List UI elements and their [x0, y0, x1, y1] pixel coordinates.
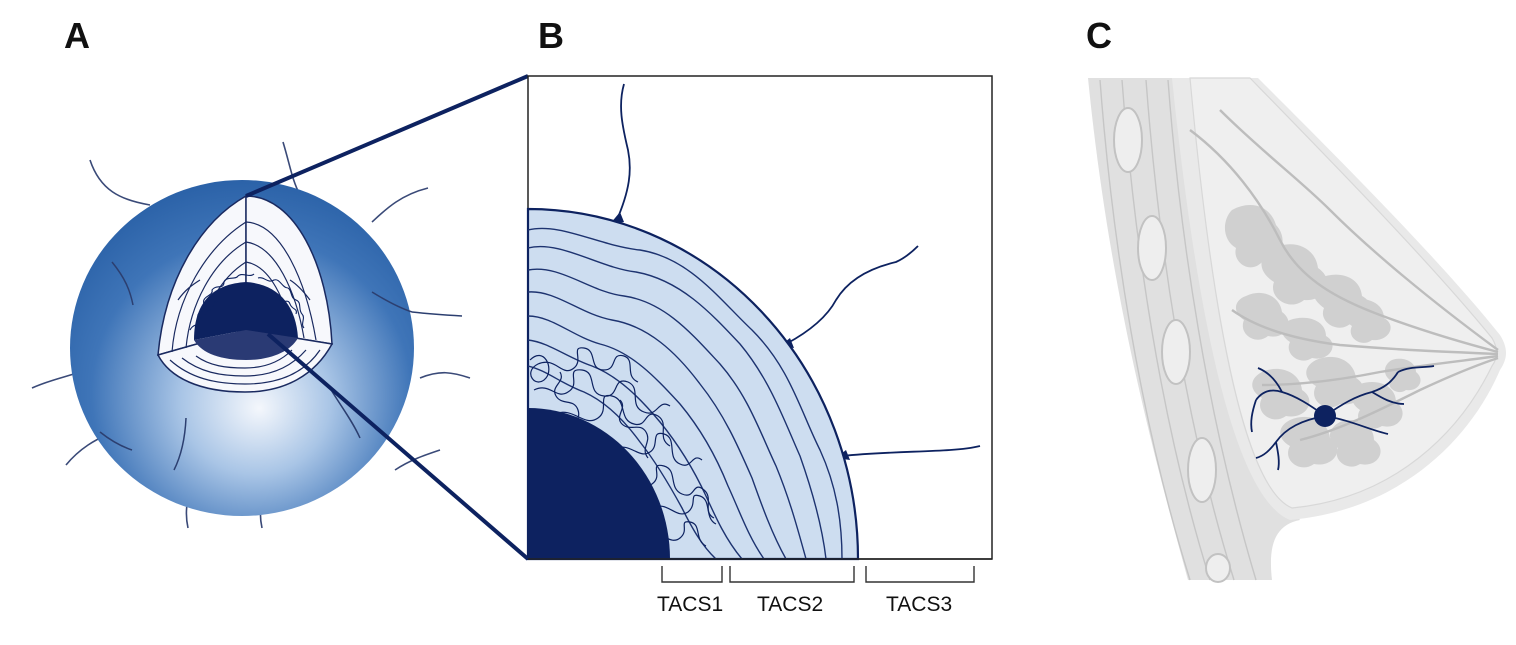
panel-b-illustration: [526, 75, 993, 583]
mammary-ducts: [1189, 109, 1499, 442]
panel-c-illustration: [1088, 77, 1506, 583]
tacs3-label: TACS3: [886, 593, 953, 616]
tacs2-label: TACS2: [757, 593, 824, 616]
rib-4: [1187, 437, 1217, 503]
panel-label-a: A: [64, 15, 90, 56]
zoom-line-top: [245, 74, 529, 198]
tumor-core-zoomed: [528, 408, 670, 559]
tacs3-bracket: [865, 566, 975, 583]
panel-a-illustration: [31, 74, 530, 561]
tacs1-label: TACS1: [657, 593, 724, 616]
panel-label-b: B: [538, 15, 564, 56]
tacs2-bracket: [729, 566, 855, 583]
breast-tumor: [1314, 405, 1336, 427]
tumor-core-left: [194, 282, 246, 340]
outward-fibers: [615, 83, 981, 457]
tacs-brackets: [661, 566, 975, 583]
tumor-vessels: [1250, 365, 1435, 471]
zoom-line-bottom: [266, 332, 530, 561]
tacs1-bracket: [661, 566, 723, 583]
panel-label-c: C: [1086, 15, 1112, 56]
core-tangled-fibers: [189, 273, 305, 331]
tumor-core-right: [246, 282, 298, 338]
rib-1: [1113, 107, 1143, 173]
rib-2: [1137, 215, 1167, 281]
tangential-fiber-lines: [528, 227, 843, 559]
ribs: [1113, 107, 1231, 583]
rib-5: [1205, 553, 1231, 583]
rib-3: [1161, 319, 1191, 385]
